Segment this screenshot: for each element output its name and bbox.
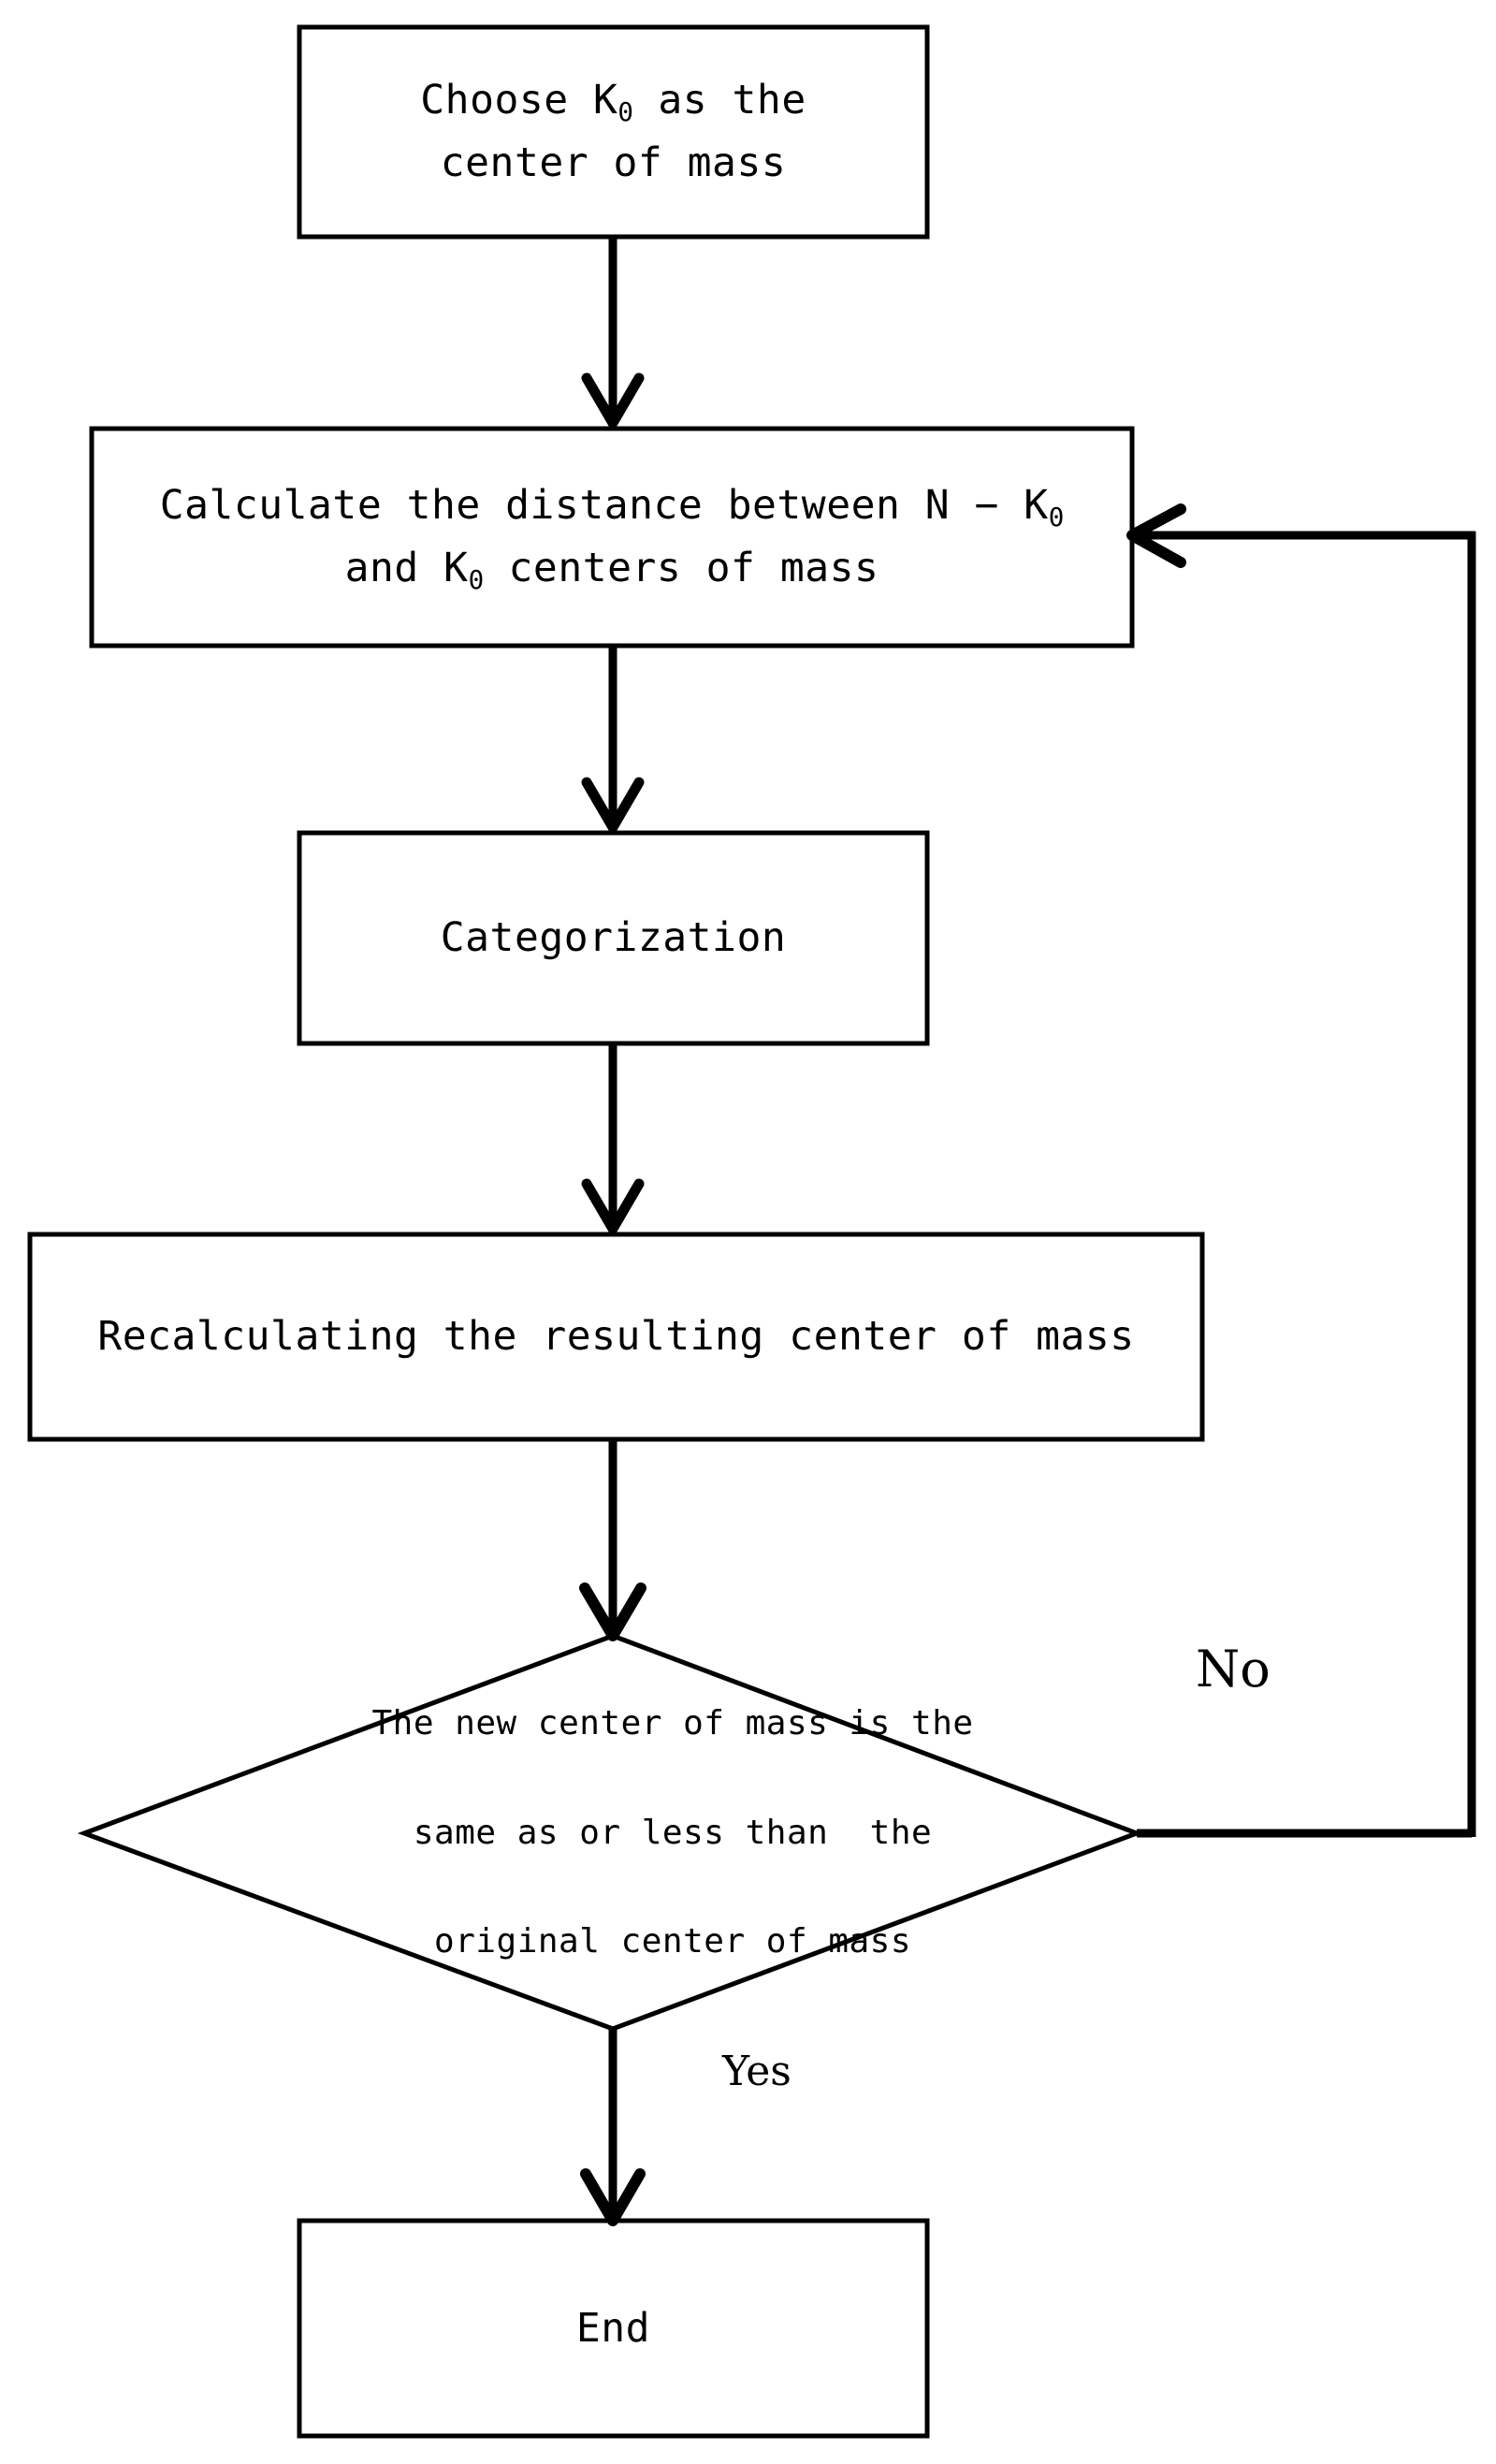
node-end-shape[interactable] bbox=[297, 2218, 930, 2439]
node-decision-shape[interactable] bbox=[77, 1633, 1144, 2032]
node-categorization-shape[interactable] bbox=[297, 830, 930, 1046]
edge-recalculating-to-decision bbox=[579, 1439, 646, 1641]
node-calculate-distance-shape[interactable] bbox=[89, 426, 1135, 649]
edge-label-yes: Yes bbox=[722, 2048, 792, 2095]
edge-decision-no-loop bbox=[1126, 503, 1476, 1838]
edge-choose-to-calculate bbox=[581, 237, 645, 429]
edge-calculate-to-categorization bbox=[581, 646, 645, 833]
edge-decision-yes-to-end bbox=[580, 2029, 646, 2226]
edge-label-no: No bbox=[1196, 1640, 1271, 1699]
node-choose-k0-shape[interactable] bbox=[297, 24, 930, 240]
node-recalculating-shape[interactable] bbox=[27, 1232, 1205, 1442]
edge-categorization-to-recalculating bbox=[581, 1043, 645, 1234]
